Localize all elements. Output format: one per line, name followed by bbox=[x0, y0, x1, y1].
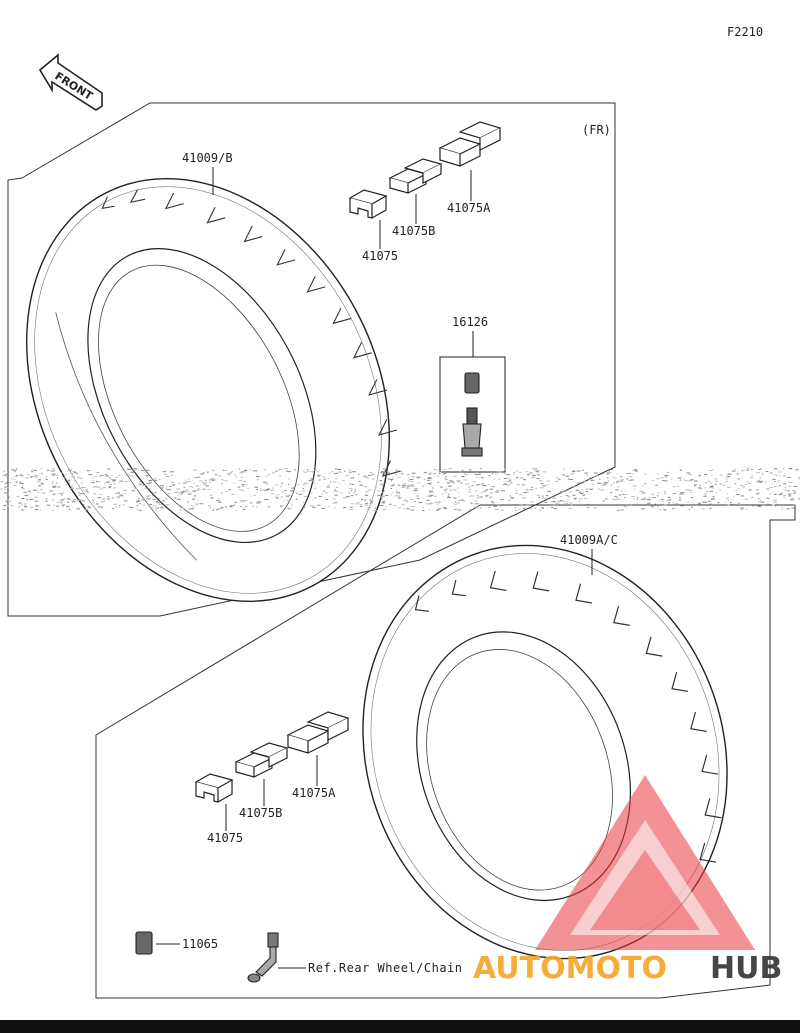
front-weight-b-label: 41075B bbox=[392, 224, 435, 238]
valve-label: 16126 bbox=[452, 315, 488, 329]
cap-label: 11065 bbox=[182, 937, 218, 951]
rear-section-border bbox=[95, 504, 796, 999]
rear-weight-icon bbox=[194, 773, 234, 803]
rear-weight-a-icon bbox=[286, 711, 350, 754]
ref-note: Ref.Rear Wheel/Chain bbox=[308, 961, 463, 975]
front-weight-icon bbox=[348, 189, 388, 219]
front-weight-a-label: 41075A bbox=[447, 201, 491, 215]
watermark-text-dark: HUB bbox=[710, 951, 782, 986]
rear-weight-a-label: 41075A bbox=[292, 786, 336, 800]
rear-weight-label: 41075 bbox=[207, 831, 243, 845]
watermark-logo: AUTOMOTO HUB bbox=[473, 775, 782, 986]
front-section: (FR) 41009/B bbox=[7, 102, 616, 617]
valve-stem-icon bbox=[461, 407, 483, 457]
front-weight-label: 41075 bbox=[362, 249, 398, 263]
rear-weight-b-icon bbox=[234, 742, 289, 778]
valve-cap-icon bbox=[464, 372, 480, 394]
rear-weight-b-label: 41075B bbox=[239, 806, 282, 820]
rear-valve-cap-icon bbox=[135, 931, 153, 955]
front-section-border bbox=[7, 102, 616, 617]
rear-tire-label: 41009A/C bbox=[560, 533, 618, 547]
front-tire-label: 41009/B bbox=[182, 151, 233, 165]
angled-valve-icon bbox=[247, 932, 279, 983]
front-weight-a-icon bbox=[438, 121, 502, 167]
front-tire-icon bbox=[26, 178, 401, 602]
front-arrow-icon: FRONT bbox=[38, 53, 103, 111]
diagram-code: F2210 bbox=[727, 25, 763, 39]
scan-noise-band bbox=[0, 468, 800, 511]
watermark-text-orange: AUTOMOTO bbox=[473, 951, 667, 986]
front-weight-b-icon bbox=[388, 158, 443, 194]
bottom-bar bbox=[0, 1020, 800, 1033]
front-position-label: (FR) bbox=[582, 123, 611, 137]
